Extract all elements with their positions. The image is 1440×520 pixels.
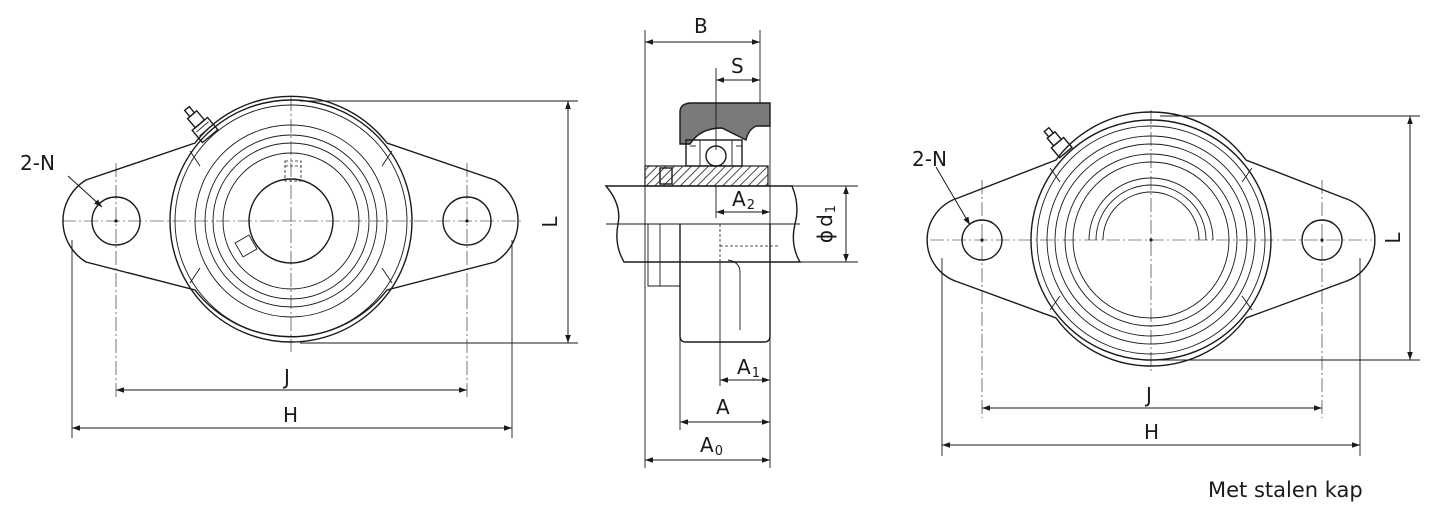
front-view-left: 2-N J H L xyxy=(20,95,578,438)
label-l-left: L xyxy=(538,216,562,228)
label-2n-right: 2-N xyxy=(912,147,947,171)
label-s: S xyxy=(731,54,744,78)
leader-2n-left xyxy=(67,175,103,208)
side-view: B S A2 ϕd1 A1 A A0 xyxy=(604,14,858,468)
setscrew-side-icon xyxy=(234,234,258,258)
inner-ring xyxy=(644,165,769,187)
flange-outline-right xyxy=(926,111,1376,367)
label-b: B xyxy=(694,14,708,38)
label-h-left: H xyxy=(283,403,298,427)
label-a: A xyxy=(716,395,730,419)
label-2n-left: 2-N xyxy=(20,151,55,175)
grease-nipple-icon xyxy=(183,105,219,144)
label-j-left: J xyxy=(282,365,290,389)
leader-2n-right xyxy=(935,166,971,226)
setscrew-top-icon xyxy=(284,160,302,182)
grease-nipple-icon-right xyxy=(1043,126,1073,159)
label-j-right: J xyxy=(1144,383,1152,407)
label-h-right: H xyxy=(1144,420,1159,444)
flange-outline xyxy=(62,95,519,338)
label-a1: A1 xyxy=(737,355,760,381)
label-l-right: L xyxy=(1381,232,1405,244)
caption-steel-cover: Met stalen kap xyxy=(1208,478,1363,502)
label-a0: A0 xyxy=(700,433,723,459)
label-a2: A2 xyxy=(732,187,755,213)
label-phi-d1: ϕd1 xyxy=(813,205,839,243)
housing-body xyxy=(679,224,771,343)
housing-top-section xyxy=(679,102,771,145)
front-view-right: 2-N J H L xyxy=(912,110,1420,456)
